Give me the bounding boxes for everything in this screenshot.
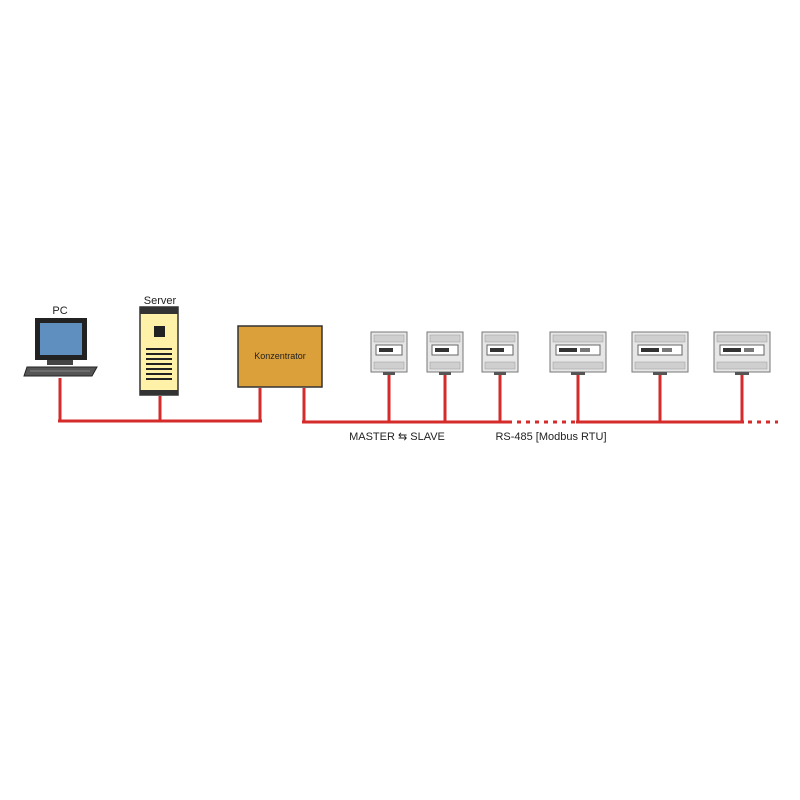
master-slave-label: MASTER ⇆ SLAVE	[349, 431, 445, 443]
meter-small-1	[370, 331, 408, 422]
pc-node: PC	[23, 305, 98, 377]
meters-layer	[370, 331, 771, 422]
protocol-label: RS-485 [Modbus RTU]	[495, 431, 606, 443]
concentrator-box	[237, 325, 323, 388]
computer-icon	[23, 318, 98, 377]
server-label: Server	[144, 295, 177, 307]
upper-network-line	[58, 378, 262, 423]
meter-large-1	[549, 331, 607, 422]
server-tower-icon	[139, 306, 179, 396]
meter-large-3	[713, 331, 771, 422]
meter-large-2	[631, 331, 689, 422]
rs485-bus	[302, 388, 778, 424]
meter-small-3	[481, 331, 519, 422]
meter-small-2	[426, 331, 464, 422]
konzentrator-node: Konzentrator	[237, 325, 323, 388]
konzentrator-label: Konzentrator	[254, 351, 306, 361]
pc-label: PC	[52, 305, 67, 317]
server-node: Server	[139, 295, 179, 396]
